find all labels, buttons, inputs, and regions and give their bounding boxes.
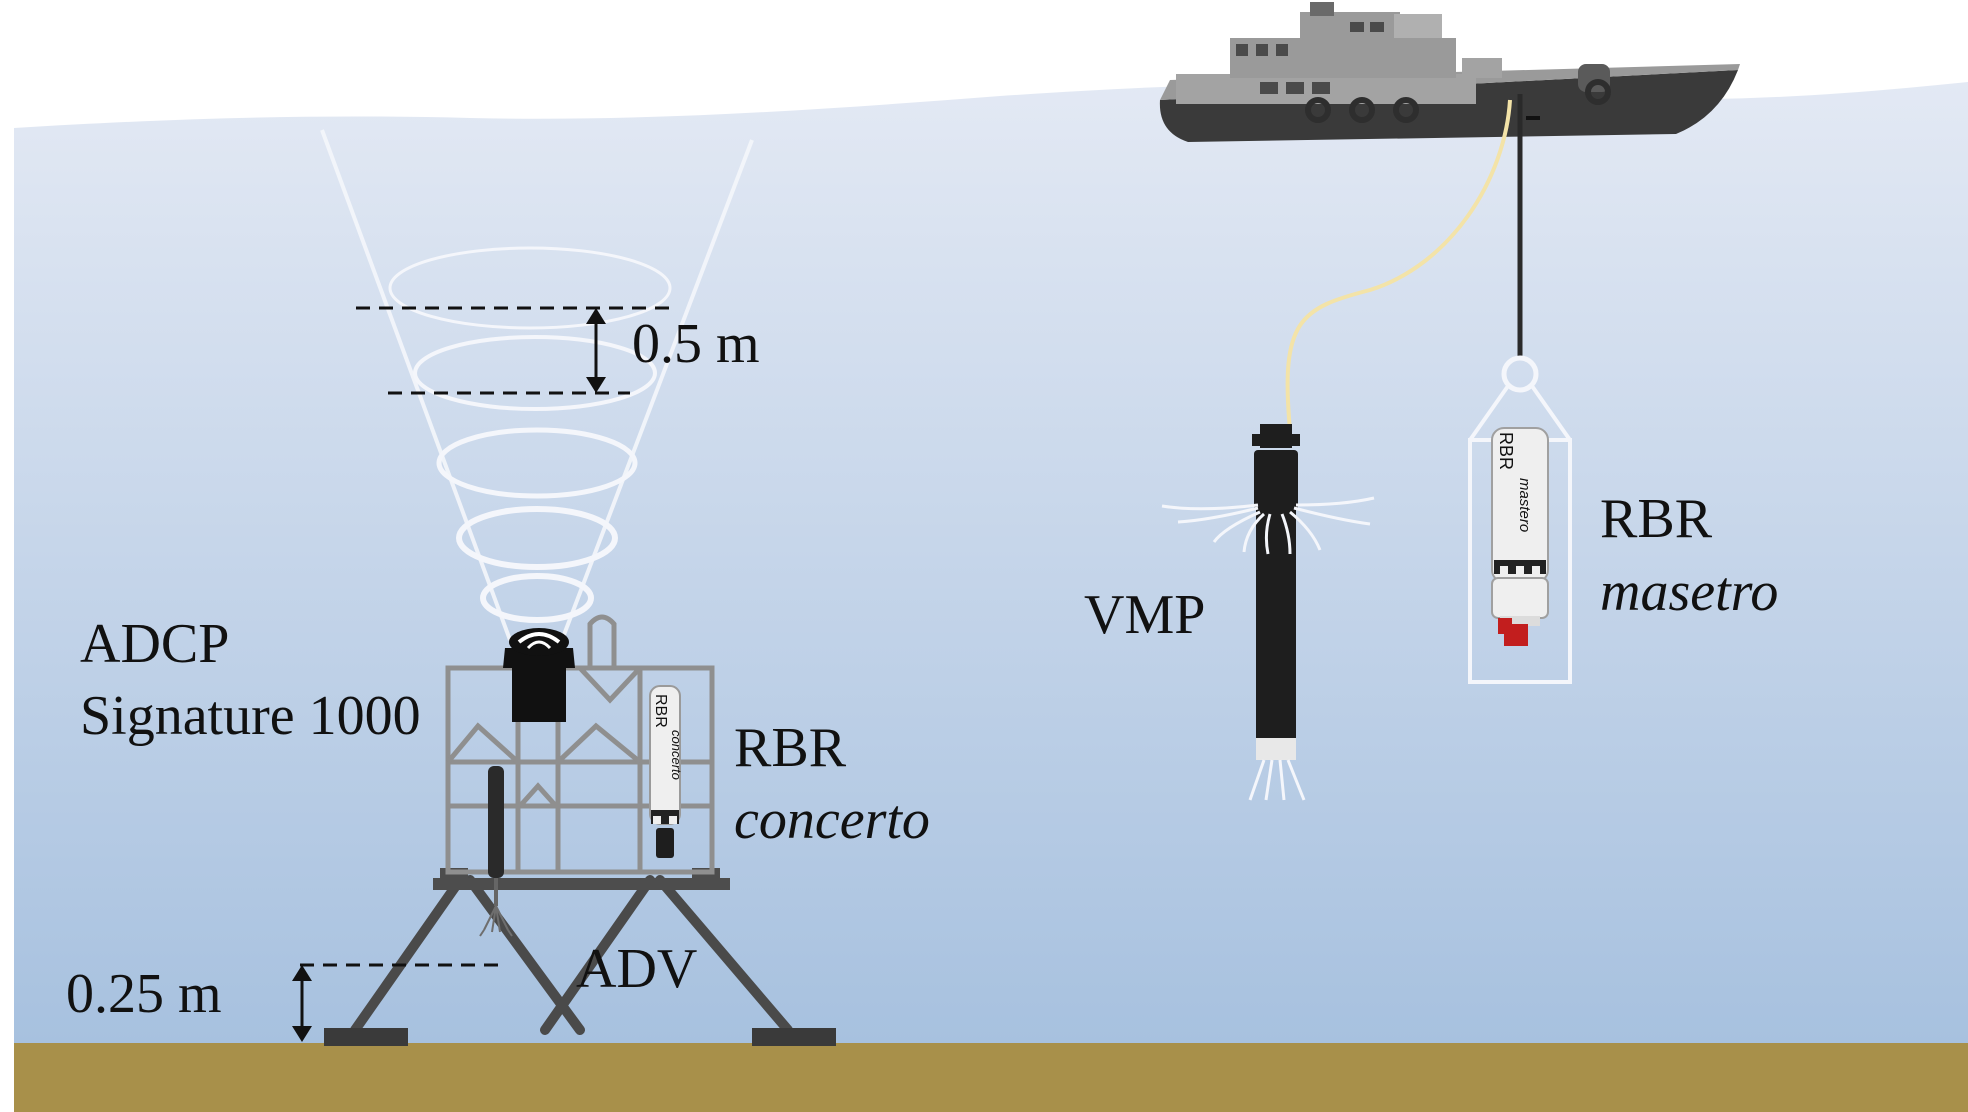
vmp-cable — [1285, 99, 1512, 431]
research-vessel — [1159, 2, 1740, 142]
label-vmp: VMP — [1084, 584, 1205, 646]
tripod-frame: RBR concerto — [324, 614, 836, 1046]
adcp-instrument — [503, 628, 575, 722]
label-bin-spacing: 0.5 m — [632, 313, 760, 375]
concerto-model-text: concerto — [669, 730, 684, 780]
maestro-model-text: mastero — [1516, 478, 1533, 532]
adcp-beam-cone — [320, 129, 754, 641]
adv-height-marker — [292, 963, 500, 1042]
label-rbr-concerto: RBR — [734, 717, 847, 779]
adv-instrument — [479, 766, 513, 937]
label-adv: ADV — [576, 938, 697, 1000]
label-rbr-maestro: RBR — [1600, 488, 1713, 550]
label-adcp-model: Signature 1000 — [80, 685, 421, 747]
label-rbr-concerto-model: concerto — [734, 789, 930, 851]
seabed — [14, 1043, 1968, 1112]
bin-spacing-marker — [356, 306, 670, 395]
vmp-profiler — [1161, 424, 1375, 801]
label-rbr-maestro-model: masetro — [1600, 561, 1778, 623]
label-adv-height: 0.25 m — [66, 963, 222, 1025]
rbr-concerto-instrument: RBR concerto — [649, 685, 684, 858]
concerto-brand-text: RBR — [652, 694, 669, 728]
rbr-maestro-cage: RBR mastero — [1468, 355, 1572, 684]
maestro-brand-text: RBR — [1496, 432, 1516, 470]
label-adcp: ADCP — [80, 613, 229, 675]
